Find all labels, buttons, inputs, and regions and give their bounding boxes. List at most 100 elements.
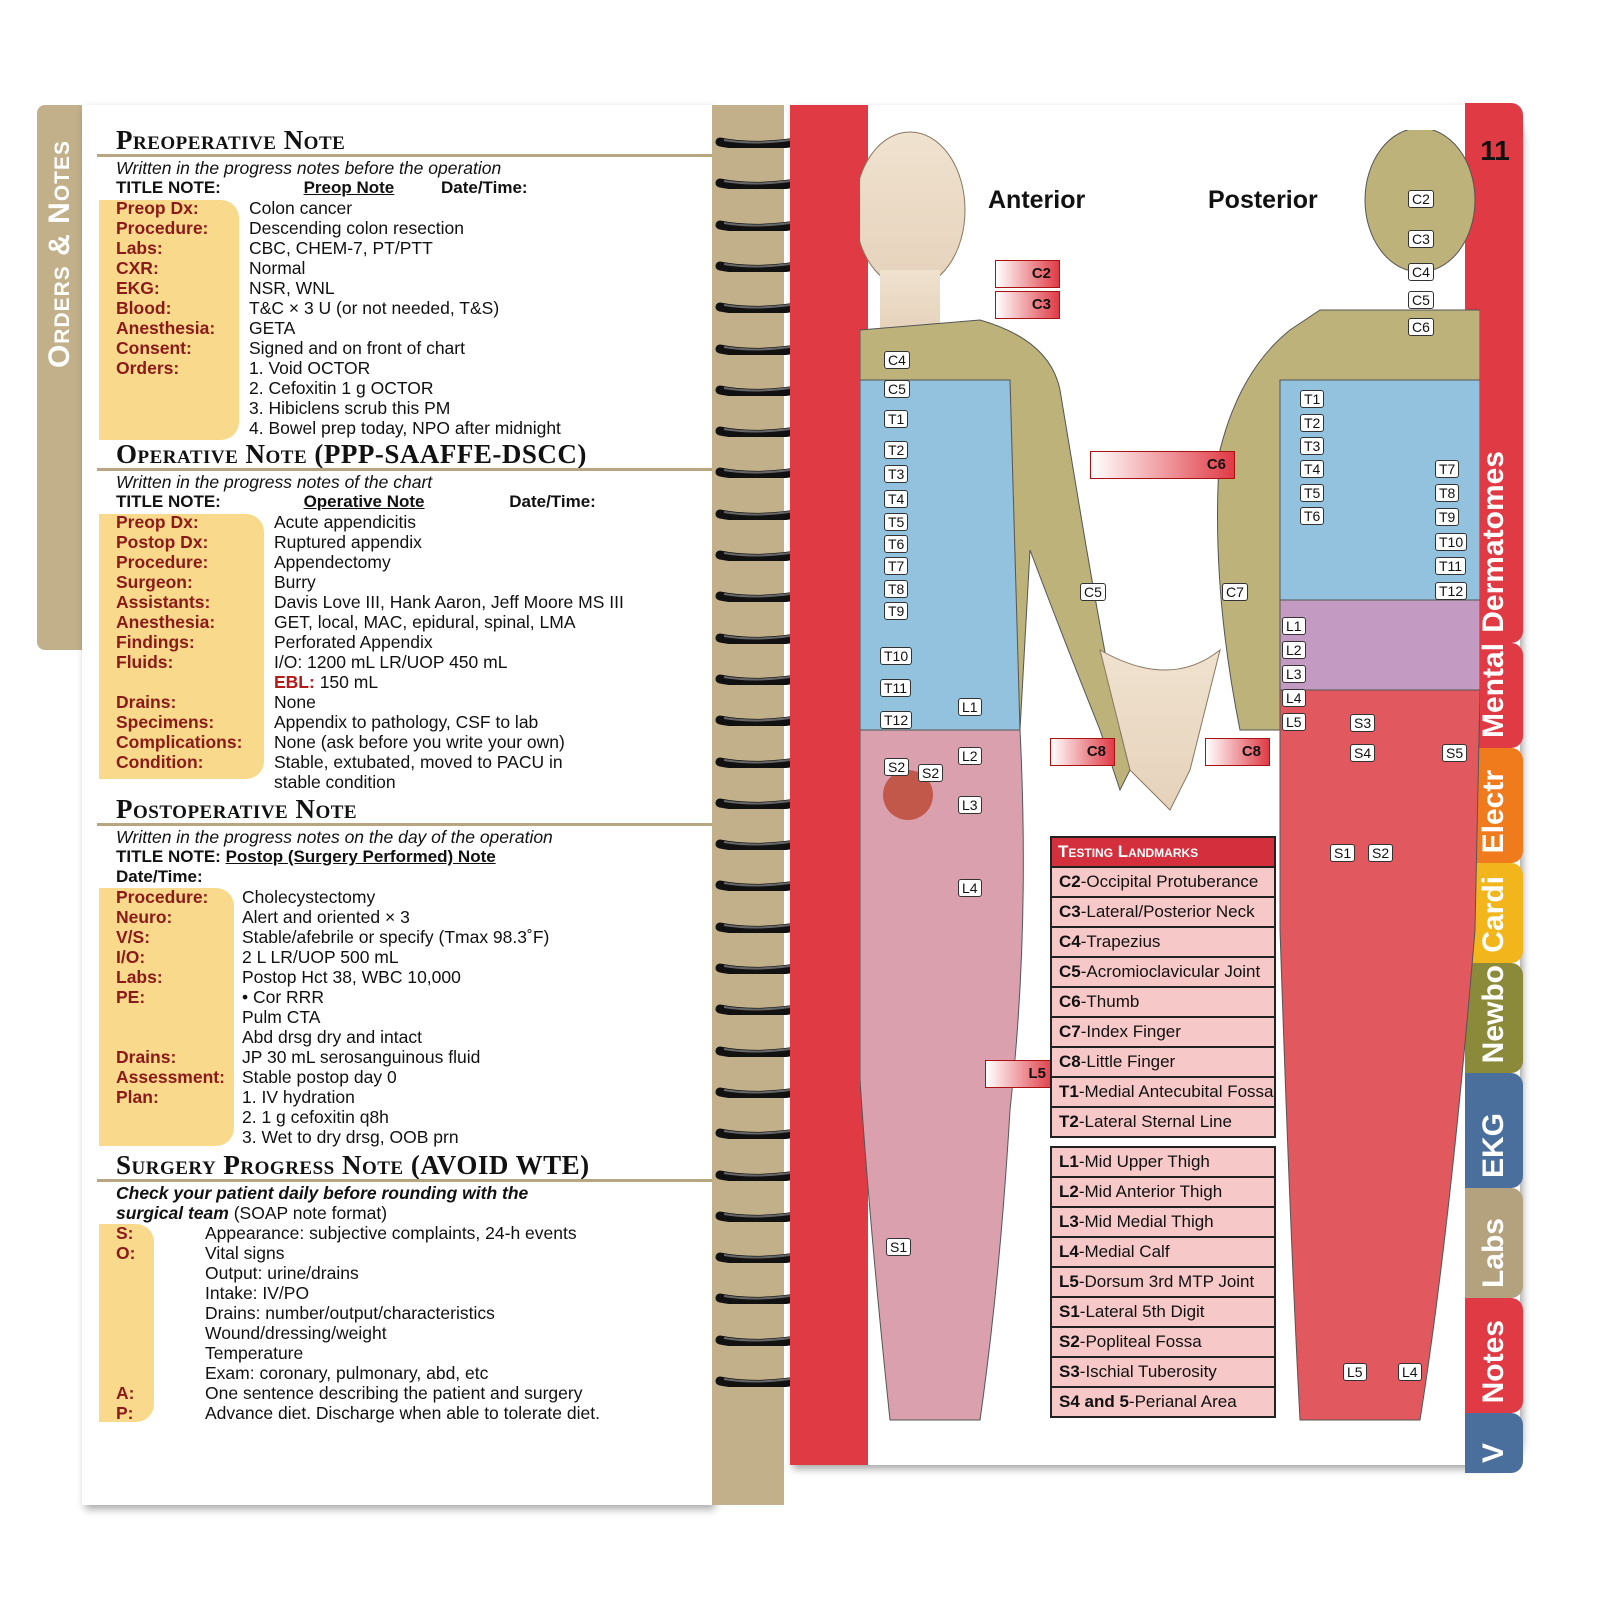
tab-labs[interactable]: Labs [1465,1188,1523,1298]
dermatome-tag: T9 [884,602,909,620]
dermatome-tag: S1 [1330,844,1356,862]
datetime-label: Date/Time: [509,492,596,511]
dermatome-tag: L2 [1282,641,1306,659]
field-value: None [274,692,316,712]
dermatome-tag: S2 [918,764,944,782]
landmark-row: C6-Thumb [1050,988,1276,1018]
field-label: Fluids: [116,652,174,672]
field-value: Temperature [205,1343,304,1363]
postop-rule [97,823,712,826]
field-label: Labs: [116,238,163,258]
field-label: Complications: [116,732,243,752]
field-label: Procedure: [116,218,209,238]
postop-highlight [99,888,234,1146]
field-label: P: [116,1403,134,1423]
field-value: 2 L LR/UOP 500 mL [242,947,399,967]
landmark-row: S2-Popliteal Fossa [1050,1328,1276,1358]
dermatome-tag: C3 [995,291,1060,319]
condition-more: stable condition [274,772,396,792]
field-value: Intake: IV/PO [205,1283,310,1303]
field-value: Exam: coronary, pulmonary, abd, etc [205,1363,489,1383]
field-label: Assessment: [116,1067,225,1087]
dermatome-tag: T11 [1435,557,1467,575]
landmark-row: C4-Trapezius [1050,928,1276,958]
field-label: PE: [116,987,146,1007]
field-value: Davis Love III, Hank Aaron, Jeff Moore M… [274,592,624,612]
landmark-row: S3-Ischial Tuberosity [1050,1358,1276,1388]
tab-newbo[interactable]: Newbo [1465,963,1523,1073]
progress-intro-2: surgical team (SOAP note format) [116,1203,388,1223]
field-value: Signed and on front of chart [249,338,465,358]
dermatome-tag: L5 [1282,713,1306,731]
field-value: Ruptured appendix [274,532,422,552]
landmark-row: C8-Little Finger [1050,1048,1276,1078]
preop-heading: Preoperative Note [116,125,346,155]
field-value: Normal [249,258,306,278]
title-label: TITLE NOTE: [116,492,221,511]
dermatome-tag: C2 [995,260,1060,288]
datetime-label: Date/Time: [440,178,528,197]
dermatome-tag: C5 [1408,291,1434,309]
tab-v[interactable]: V [1465,1413,1523,1473]
field-label: Blood: [116,298,172,318]
field-label: Preop Dx: [116,512,199,532]
posterior-label: Posterior [1208,186,1318,214]
dermatome-tag: L1 [1282,617,1306,635]
field-label: Anesthesia: [116,612,216,632]
field-label: Procedure: [116,887,209,907]
landmark-row: L2-Mid Anterior Thigh [1050,1178,1276,1208]
landmark-row: S1-Lateral 5th Digit [1050,1298,1276,1328]
landmarks-title: Testing Landmarks [1050,836,1276,868]
tab-label: Newbo [1477,964,1510,1063]
field-value: One sentence describing the patient and … [205,1383,583,1403]
postop-subtitle: Written in the progress notes on the day… [116,827,553,847]
field-value: Cholecystectomy [242,887,376,907]
order-2: 2. Cefoxitin 1 g OCTOR [249,378,434,398]
field-label: CXR: [116,258,159,278]
field-value: Descending colon resection [249,218,464,238]
dermatome-tag: T10 [880,647,913,665]
dermatome-tag: T5 [1300,484,1325,502]
landmark-row: L1-Mid Upper Thigh [1050,1148,1276,1178]
tab-notes[interactable]: Notes [1465,1298,1523,1413]
dermatome-tag: T7 [884,557,909,575]
pe-more-1: Pulm CTA [242,1007,321,1027]
dermatome-tag: C7 [1222,583,1248,601]
tab-label: Dermatomes [1477,451,1510,633]
field-value: Appearance: subjective complaints, 24-h … [205,1223,577,1243]
field-value: CBC, CHEM-7, PT/PTT [249,238,433,258]
dermatome-tag: T11 [880,679,912,697]
field-label: Orders: [116,358,180,378]
dermatome-tag: T5 [884,513,909,531]
testing-landmarks-table: Testing Landmarks C2-Occipital Protubera… [1050,836,1276,1418]
field-label: EKG: [116,278,160,298]
tab-label: Electr [1477,769,1510,853]
order-4: 4. Bowel prep today, NPO after midnight [249,418,561,438]
field-value: Appendix to pathology, CSF to lab [274,712,539,732]
dermatome-tag: C3 [1408,230,1434,248]
dermatome-tag: T3 [1300,437,1325,455]
field-value: I/O: 1200 mL LR/UOP 450 mL [274,652,508,672]
dermatome-tag: S3 [1350,714,1376,732]
title-label: TITLE NOTE: [116,178,221,197]
landmark-row: T1-Medial Antecubital Fossa [1050,1078,1276,1108]
dermatome-tag: T6 [884,535,909,553]
dermatome-figures [860,130,1480,1421]
dermatome-tag: C5 [884,380,910,398]
dermatome-tag: T8 [884,580,909,598]
dermatome-tag: T2 [1300,414,1325,432]
plan-3: 3. Wet to dry drsg, OOB prn [242,1127,459,1147]
field-value: Appendectomy [274,552,391,572]
landmark-row: T2-Lateral Sternal Line [1050,1108,1276,1138]
field-value: Alert and oriented × 3 [242,907,410,927]
field-value: Wound/dressing/weight [205,1323,387,1343]
dermatome-tag: L5 [1343,1363,1367,1381]
anterior-label: Anterior [988,186,1086,214]
dermatome-tag: T12 [880,711,913,729]
dermatome-tag: L4 [1398,1363,1422,1381]
field-label: Procedure: [116,552,209,572]
tab-ekg[interactable]: EKG [1465,1073,1523,1188]
field-label: Preop Dx: [116,198,199,218]
field-value: JP 30 mL serosanguinous fluid [242,1047,481,1067]
field-label: A: [116,1383,135,1403]
